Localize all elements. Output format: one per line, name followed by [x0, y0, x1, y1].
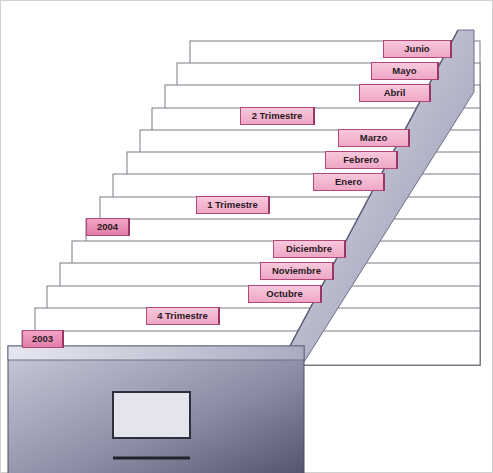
divider-tab: 1 Trimestre: [196, 196, 270, 214]
tab-label: Marzo: [360, 133, 387, 143]
drawer-handle: [113, 457, 190, 460]
divider-tab: Mayo: [371, 62, 439, 80]
drawer-side-wall: [290, 30, 474, 362]
drawer-front: [8, 346, 304, 473]
divider-tab: Abril: [359, 84, 431, 102]
divider-tab: Noviembre: [260, 262, 334, 280]
label-holder: [113, 392, 190, 438]
tab-label: Mayo: [392, 66, 416, 76]
tab-label: 2 Trimestre: [252, 111, 303, 121]
divider-tab: Enero: [313, 173, 385, 191]
divider-tab: Octubre: [248, 285, 322, 303]
tab-label: 2003: [32, 334, 53, 344]
tab-label: Abril: [384, 88, 406, 98]
divider-tab: Febrero: [325, 151, 398, 169]
divider-tab: 4 Trimestre: [146, 307, 220, 325]
divider-tab: Marzo: [338, 129, 410, 147]
tab-label: Junio: [404, 44, 429, 54]
divider-tab: 2 Trimestre: [240, 107, 315, 125]
divider-tab: Diciembre: [273, 240, 346, 258]
divider-tab: Junio: [383, 40, 452, 58]
tab-label: Febrero: [343, 155, 378, 165]
tab-label: 4 Trimestre: [157, 311, 208, 321]
tab-label: Enero: [335, 177, 362, 187]
drawer-rim: [8, 346, 304, 360]
card-stack: [22, 41, 480, 365]
tab-label: Diciembre: [286, 244, 332, 254]
divider-tab: 2003: [22, 330, 64, 348]
tab-label: 1 Trimestre: [207, 200, 258, 210]
tab-label: 2004: [97, 222, 118, 232]
divider-tab: 2004: [86, 218, 130, 236]
tab-label: Noviembre: [272, 266, 321, 276]
tab-label: Octubre: [266, 289, 302, 299]
